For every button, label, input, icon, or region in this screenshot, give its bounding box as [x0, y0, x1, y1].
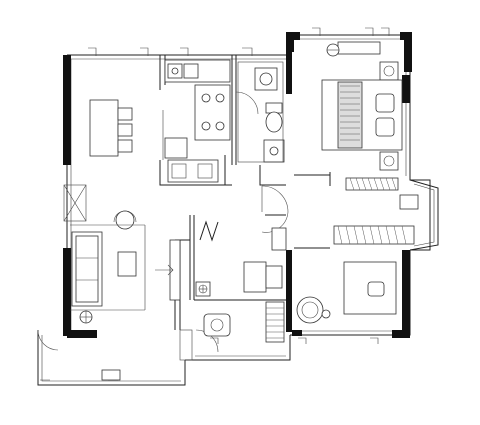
door-icon [195, 329, 219, 353]
wall-bottom-left [67, 330, 97, 338]
wardrobe-icon [345, 177, 399, 191]
plant-icon [195, 281, 211, 297]
dining-table-icon [89, 99, 133, 157]
wardrobe-icon [333, 225, 415, 245]
door-icon [37, 329, 59, 351]
wall-bottom-right [392, 330, 408, 338]
wall-right-upper [404, 32, 412, 72]
desk-icon [343, 261, 397, 315]
wall-bottom-center [292, 330, 302, 336]
structural-walls [63, 32, 412, 338]
dresser-icon [399, 194, 419, 210]
room-second-bedroom [296, 225, 415, 324]
room-living-dining [63, 99, 181, 381]
room-study [179, 220, 287, 361]
wall-right-lower [402, 250, 410, 338]
desk-icon [243, 261, 283, 293]
wall-top-right-b [286, 32, 300, 40]
room-kitchen [162, 59, 231, 183]
armchair-icon [113, 210, 137, 230]
plant-icon [326, 43, 340, 57]
room-master-bedroom [321, 41, 419, 210]
stove-icon [201, 93, 225, 131]
door-icon [261, 185, 289, 213]
basin-icon [263, 139, 285, 163]
wall-center-top [286, 52, 292, 94]
door-icon [235, 91, 259, 115]
nightstand-icon [379, 151, 399, 171]
chair-icon [296, 296, 324, 324]
room-bathroom [237, 61, 285, 163]
bed-icon [321, 79, 403, 151]
toilet-icon [265, 102, 283, 133]
wall-right-mid [402, 75, 410, 103]
armchair-icon [203, 313, 231, 337]
zigzag-mark [199, 220, 219, 242]
fridge-icon [164, 137, 188, 159]
coffee-table-icon [117, 251, 137, 277]
wall-left-lower [63, 248, 71, 336]
nightstand-icon [379, 61, 399, 81]
wall-left-upper [63, 55, 71, 165]
wall-center-lower [286, 250, 292, 332]
balcony-table-icon [101, 369, 121, 381]
sink-icon [167, 63, 199, 79]
washing-machine-icon [254, 67, 278, 91]
wall-top-right-a [286, 32, 294, 52]
plant-icon [79, 310, 93, 324]
sofa-icon [71, 231, 103, 307]
